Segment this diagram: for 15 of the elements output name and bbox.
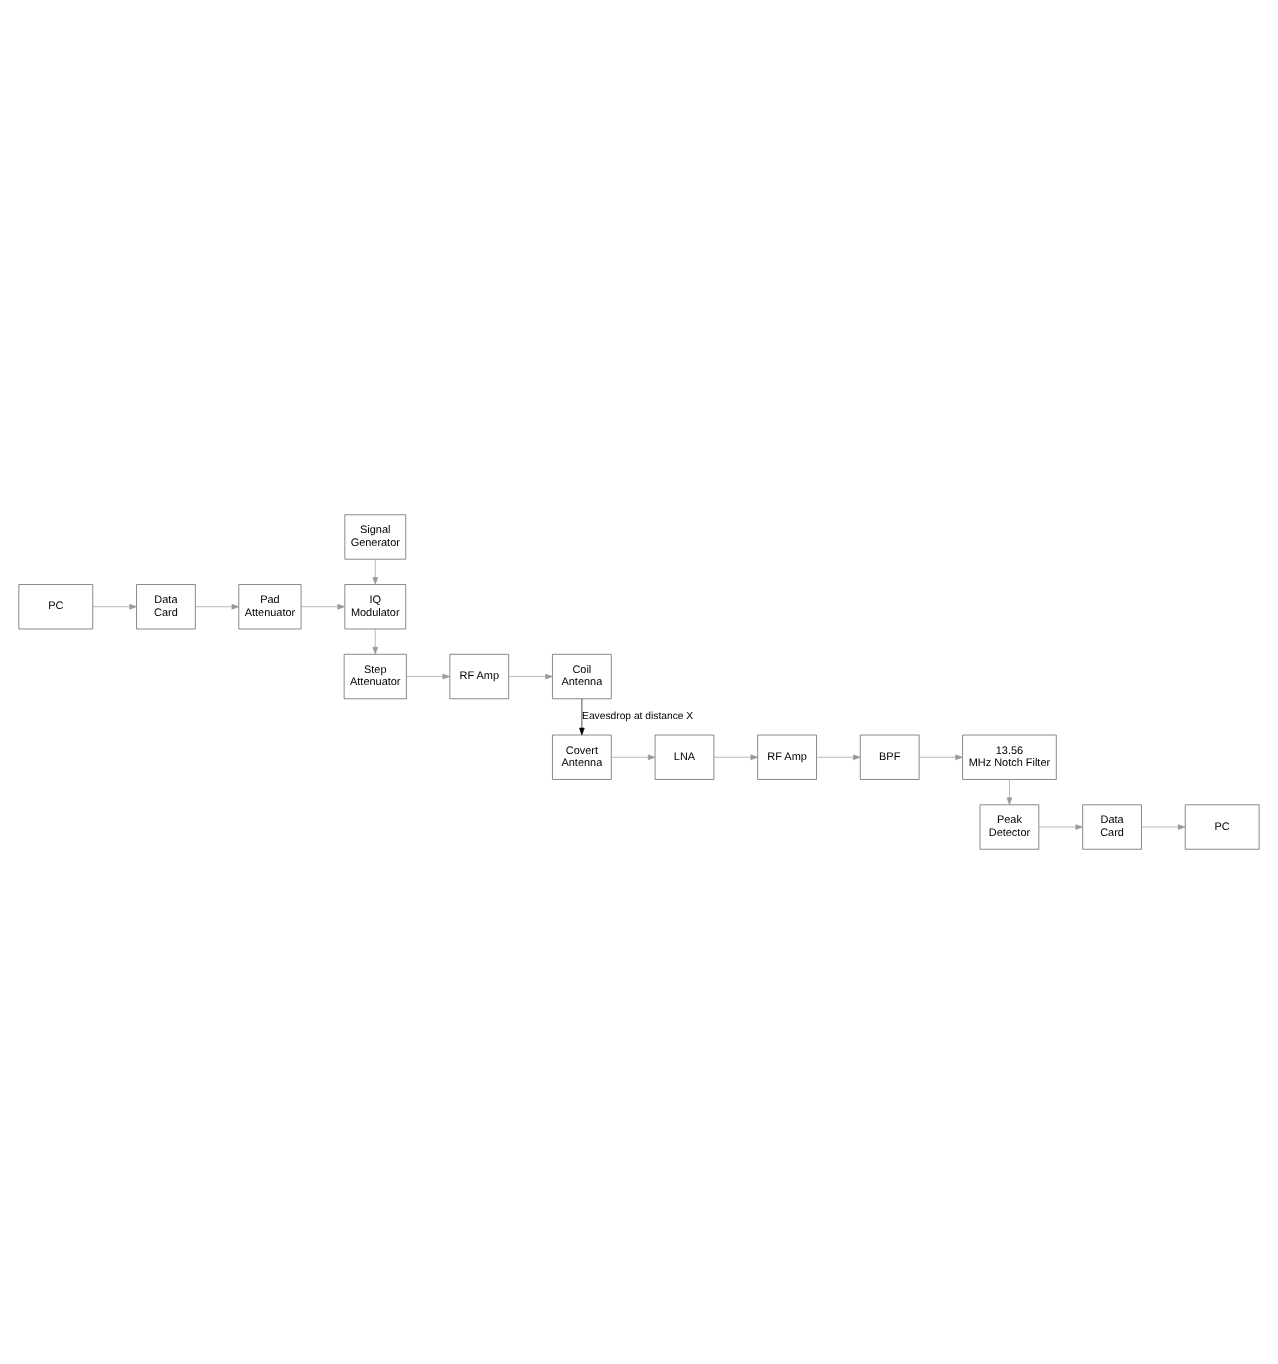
arrow bbox=[92, 604, 137, 610]
arrow bbox=[713, 754, 758, 760]
arrow bbox=[300, 604, 345, 610]
arrow bbox=[406, 673, 451, 680]
arrow bbox=[372, 558, 378, 585]
arrow bbox=[918, 754, 963, 760]
arrow bbox=[1006, 779, 1013, 805]
arrow bbox=[579, 698, 585, 736]
arrow bbox=[195, 604, 240, 610]
arrow bbox=[1141, 824, 1186, 830]
arrow bbox=[508, 673, 553, 680]
arrow bbox=[816, 754, 861, 760]
arrow bbox=[372, 628, 378, 655]
arrow bbox=[611, 754, 656, 760]
arrow bbox=[1038, 824, 1083, 830]
